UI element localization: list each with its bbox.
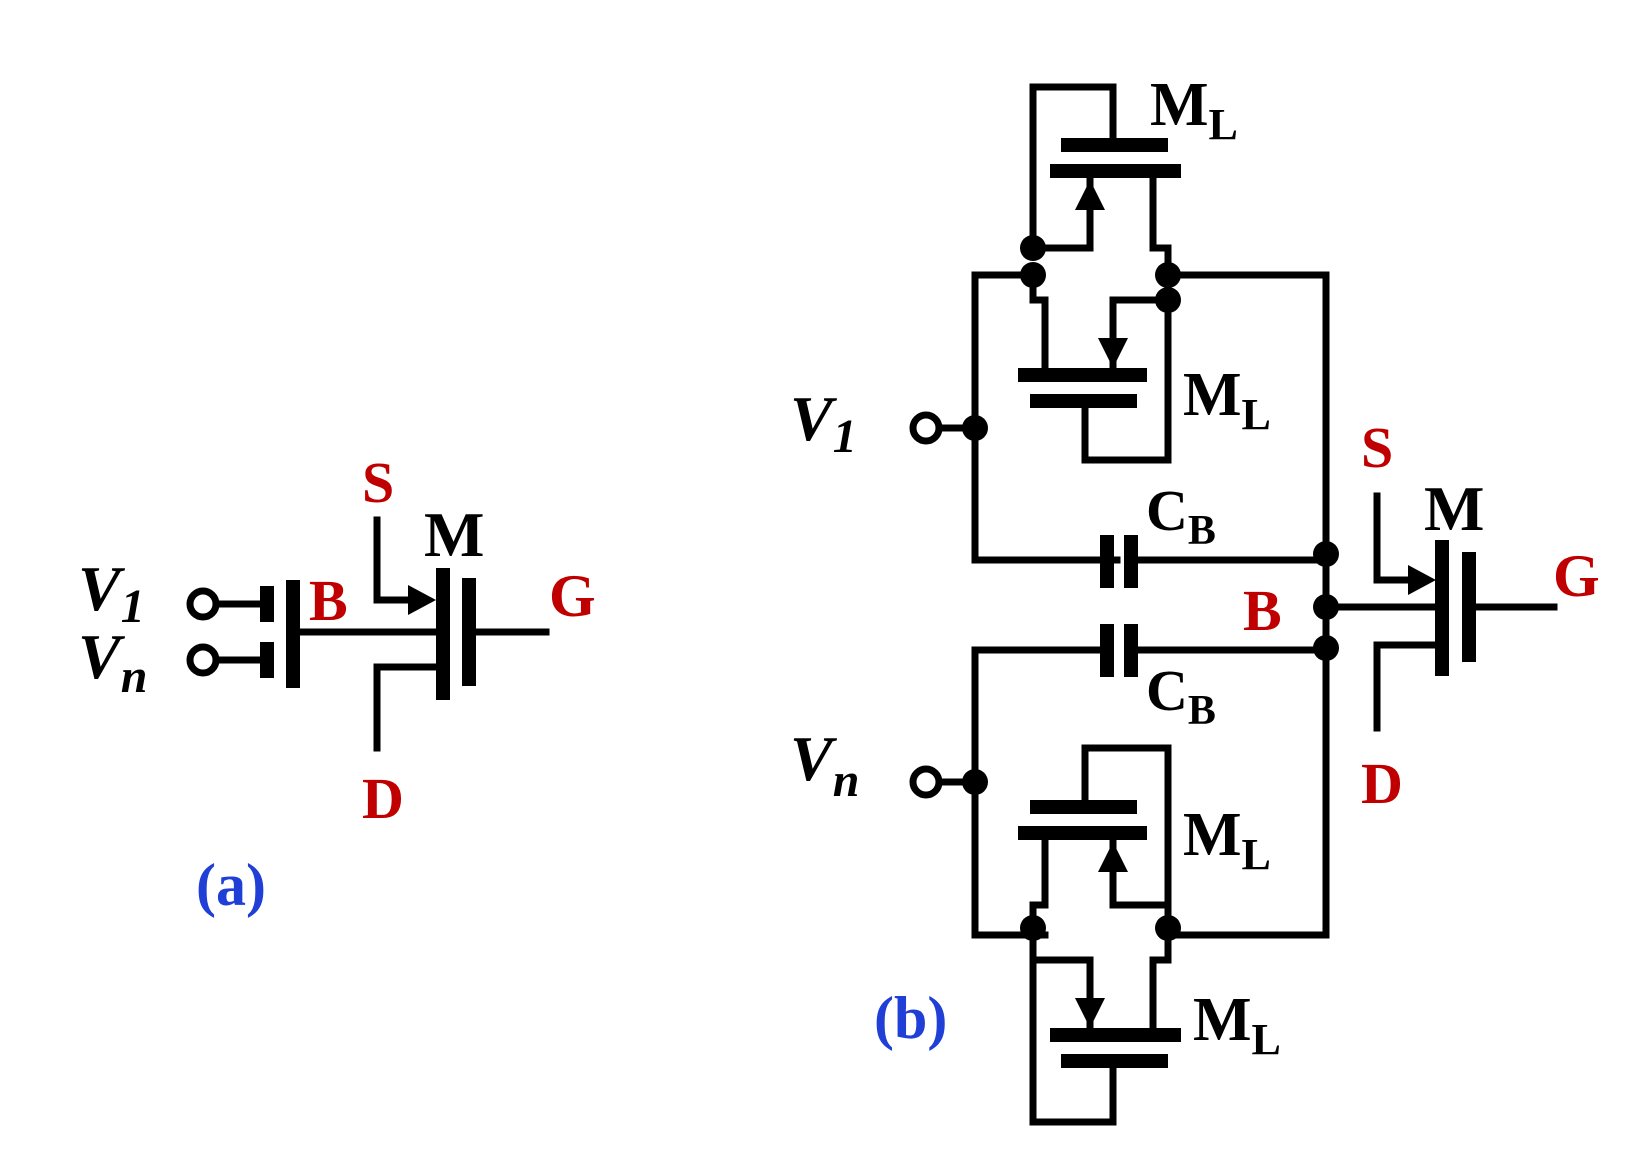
ml-label-top: ML [1150,71,1238,149]
bulk-label-a: B [309,568,348,633]
ml-top-loop [1029,83,1117,252]
ml-top-arrow [1075,180,1105,210]
cb-label-upper: CB [1146,478,1216,554]
drain-label-b: D [1361,751,1403,816]
ml-bottom-arrow [1075,998,1105,1028]
terminal-vn-a [186,643,220,677]
wire-source-b [1373,492,1424,584]
v1-label-b: V1 [790,383,857,463]
junction-dot [962,769,988,795]
ml-bottom-left-leg [1029,956,1094,1032]
junction-dot [1020,235,1046,261]
ml-bottom-loop [1029,931,1117,1126]
wire-upper-frame-right [1164,271,1330,658]
junction-dot [1155,287,1181,313]
source-label-a: S [362,450,394,515]
source-arrow-a [408,585,436,615]
wire-drain-b [1373,641,1440,732]
ml-third-loop [1081,744,1172,939]
panel-b: V1 Vn ML ML ML ML CB CB B S M G D (b) [790,71,1600,1126]
source-arrow-b [1408,565,1436,595]
v1-label-a: V1 [78,553,145,633]
junction-dot [1313,594,1339,620]
gate-label-b: G [1553,543,1600,609]
ml-third-arrow [1098,842,1128,872]
ml-second-loop [1081,296,1172,464]
ml-bottom-right-leg [1149,931,1172,1032]
ml-label-bottom: ML [1193,986,1281,1064]
source-label-b: S [1361,415,1393,480]
ml-third-right-leg [1109,836,1172,909]
ml-label-second: ML [1183,361,1271,439]
wire-lower-frame-left [971,646,1104,939]
wire-source-a [373,516,424,604]
junction-dot [1155,262,1181,288]
wire-drain-a [373,663,440,752]
ml-second-left-leg [1029,271,1049,374]
junction-dot [1020,262,1046,288]
junction-dot [1020,915,1046,941]
panel-label-b: (b) [874,985,947,1051]
panel-label-a: (a) [196,852,266,918]
gate-label-a: G [549,563,596,629]
vn-label-b: Vn [790,723,859,807]
cb-label-lower: CB [1146,658,1216,734]
terminal-v1-a [186,587,220,621]
terminal-vn-b [909,765,943,799]
ml-second-arrow [1098,338,1128,368]
panel-a: V1 Vn B S M G D (a) [78,450,596,918]
junction-dot [1313,635,1339,661]
transistor-label-m-b: M [1424,473,1484,544]
ml-label-third: ML [1183,801,1271,879]
ml-second-right-leg [1109,271,1172,372]
junction-dot [1313,541,1339,567]
transistor-label-m-a: M [424,499,484,570]
junction-dot [1155,915,1181,941]
terminal-v1-b [909,411,943,445]
drain-label-a: D [362,766,404,831]
junction-dot [962,415,988,441]
ml-top-right-leg [1149,174,1172,279]
bulk-label-b: B [1243,578,1282,643]
vn-label-a: Vn [78,621,147,703]
ml-top-left-leg [1029,174,1094,252]
